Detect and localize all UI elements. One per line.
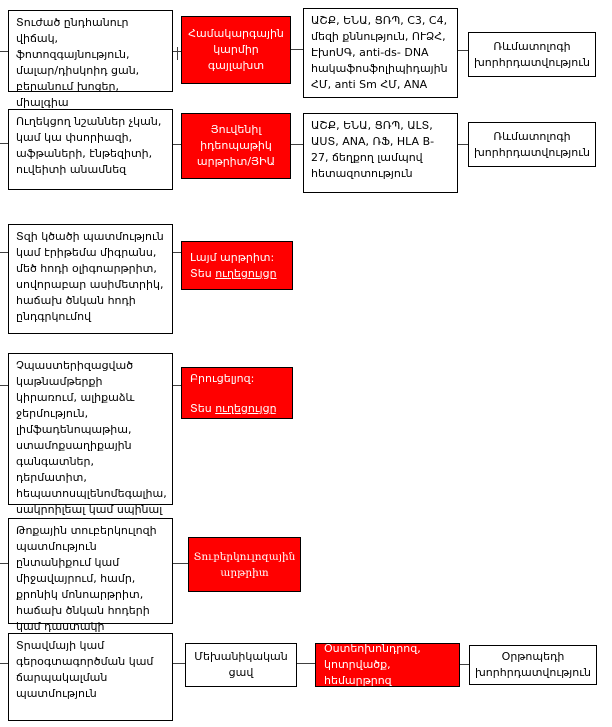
diagnosis-box-tb: Տուբերկուլոզային արթրիտ [188, 537, 301, 592]
connector-row1-c [458, 50, 468, 52]
referral-box-rheumatologist-1: Ռևմատոլոգի խորհրդատվություն [468, 32, 596, 77]
symptoms-text: Տզի կծածի պատմություն կամ էրիթեմա միգրան… [16, 230, 164, 323]
connector-in-row4 [0, 385, 8, 387]
referral-text: Ռևմատոլոգի խորհրդատվություն [474, 129, 590, 159]
tests-box-sle: ԱՇՔ, ԵՆԱ, ՑՌՊ, C3, C4, մեզի քննություն, … [303, 8, 458, 98]
tests-text: ԱՇՔ, ԵՆԱ, ՑՌՊ, ԱԼՏ, ԱՍՏ, ANA, ՌՖ, HLA B-… [311, 119, 435, 180]
symptoms-text: Ուղեկցող նշաններ չկան, կամ կա փսորիազի, … [16, 115, 162, 176]
tests-box-jia: ԱՇՔ, ԵՆԱ, ՑՌՊ, ԱԼՏ, ԱՍՏ, ANA, ՌՖ, HLA B-… [303, 113, 458, 193]
connector-row4-a [173, 385, 181, 387]
diagnosis-title: Լայմ արթրիտ: [190, 250, 275, 264]
referral-text: Օրթոպեդի խորհրդատվություն [475, 650, 591, 679]
symptoms-box-trauma: Տրավմայի կամ գերօգտագործման կամ ճարպակալ… [8, 633, 173, 721]
connector-row2-a [173, 144, 181, 146]
symptoms-text: Թոքային տուբերկուլոզի պատմություն ընտանի… [16, 524, 157, 633]
diagnosis-box-lyme: Լայմ արթրիտ: Տես ուղեցույցը [181, 241, 293, 290]
symptoms-text: Տուժած ընդհանուր վիճակ, ֆոտոզգայնություն… [16, 16, 140, 109]
connector-row2-b [291, 144, 303, 146]
symptoms-box-sle: Տուժած ընդհանուր վիճակ, ֆոտոզգայնություն… [8, 10, 173, 109]
connector-row6-c [460, 664, 469, 666]
connector-in-row6 [0, 663, 8, 665]
symptoms-box-lyme: Տզի կծածի պատմություն կամ էրիթեմա միգրան… [8, 224, 173, 334]
guideline-link[interactable]: ուղեցույցը [215, 402, 277, 415]
guideline-link[interactable]: ուղեցույցը [215, 266, 277, 280]
referral-text: Ռևմատոլոգի խորհրդատվություն [474, 39, 590, 69]
symptoms-box-brucellosis: Չպաստերիզացված կաթնամթերքի կիրառում, ալի… [8, 353, 173, 532]
diagnosis-text: Յուվենիլ իդեոպաթիկ արթրիտ/ՅԻԱ [196, 123, 276, 168]
connector-in-row2 [0, 143, 8, 145]
diagnosis-box-jia: Յուվենիլ իդեոպաթիկ արթրիտ/ՅԻԱ [181, 113, 291, 179]
connector-row2-c [458, 144, 468, 146]
diagnosis-text: Տուբերկուլոզային արթրիտ [193, 550, 296, 579]
guideline-line: Տես ուղեցույցը [190, 401, 284, 417]
pain-type-text: Մեխանիկական ցավ [194, 650, 288, 679]
pain-type-box-mechanical: Մեխանիկական ցավ [185, 643, 297, 687]
symptoms-text: Տրավմայի կամ գերօգտագործման կամ ճարպակալ… [16, 639, 154, 700]
symptoms-text: Չպաստերիզացված կաթնամթերքի կիրառում, ալի… [16, 359, 167, 532]
connector-in-row5 [0, 563, 8, 565]
connector-row6-b [297, 663, 315, 665]
diagnosis-box-sle: Համակարգային կարմիր գայլախտ [181, 16, 291, 84]
diagnosis-text: Համակարգային կարմիր գայլախտ [188, 27, 284, 72]
referral-box-orthopedist: Օրթոպեդի խորհրդատվություն [469, 645, 597, 685]
connector-in-row3 [0, 252, 8, 254]
diagnosis-box-brucellosis: Բրուցելյոզ: Տես ուղեցույցը [181, 367, 293, 419]
connector-row5-a [173, 563, 188, 565]
connector-row1-tick [176, 47, 178, 60]
connector-row3-a [173, 252, 181, 254]
connector-row1-b [291, 49, 303, 51]
connector-in-row1 [0, 51, 8, 53]
connector-row6-a [173, 663, 185, 665]
diagnosis-text: Օստեոխոնդրոզ, կոտրվածք, հեմարթրոզ [324, 642, 421, 687]
symptoms-box-tb: Թոքային տուբերկուլոզի պատմություն ընտանի… [8, 518, 173, 633]
see-text: Տես [190, 266, 216, 280]
see-text: Տես [190, 402, 216, 415]
guideline-line: Տես ուղեցույցը [190, 266, 284, 282]
referral-box-rheumatologist-2: Ռևմատոլոգի խորհրդատվություն [468, 122, 596, 167]
tests-text: ԱՇՔ, ԵՆԱ, ՑՌՊ, C3, C4, մեզի քննություն, … [311, 14, 448, 91]
diagnosis-title: Բրուցելյոզ: [190, 372, 255, 385]
symptoms-box-jia: Ուղեկցող նշաններ չկան, կամ կա փսորիազի, … [8, 109, 173, 190]
diagnosis-box-osteochondrosis: Օստեոխոնդրոզ, կոտրվածք, հեմարթրոզ [315, 642, 460, 687]
